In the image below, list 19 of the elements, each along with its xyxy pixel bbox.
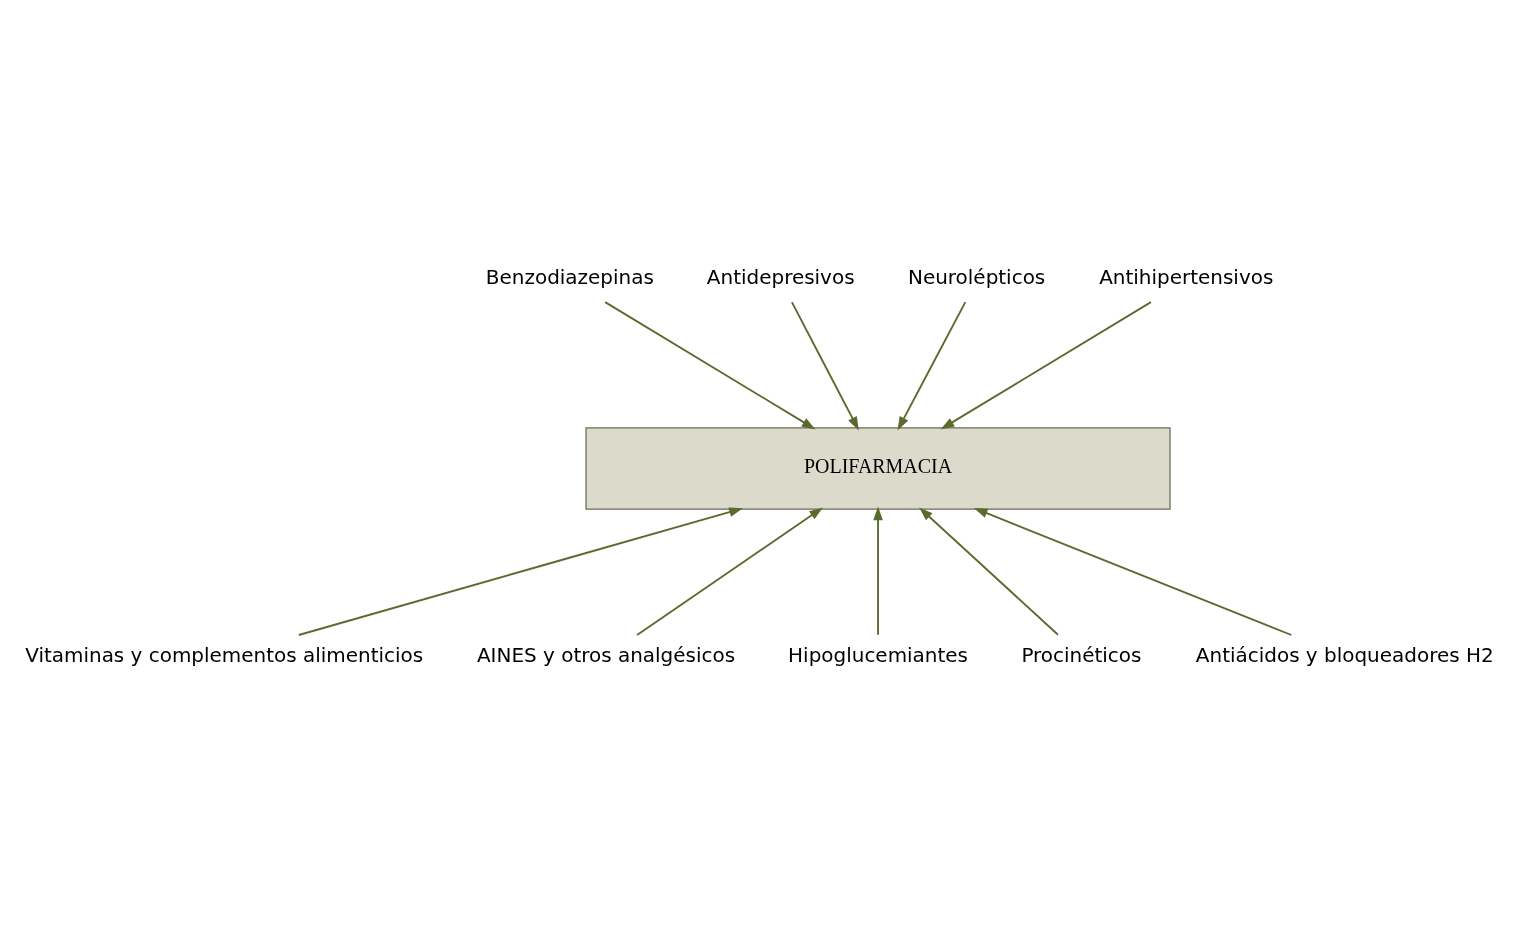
node-text: Vitaminas y complementos alimenticios xyxy=(25,643,424,668)
node-text: Procinéticos xyxy=(1021,643,1142,668)
arrow xyxy=(919,507,1059,636)
arrow xyxy=(790,301,859,431)
node-text: Benzodiazepinas xyxy=(485,265,654,290)
arrow xyxy=(897,301,967,431)
node-text: Antihipertensivos xyxy=(1099,265,1274,290)
node-box: POLIFARMACIA xyxy=(585,427,1171,510)
node-text: AINES y otros analgésicos xyxy=(476,643,736,668)
arrow xyxy=(297,507,743,636)
arrow xyxy=(940,301,1152,430)
arrow xyxy=(604,301,816,430)
arrow xyxy=(973,508,1293,636)
node-text: Antiácidos y bloqueadores H2 xyxy=(1195,643,1494,668)
arrow xyxy=(873,506,883,636)
node-text: Neurolépticos xyxy=(908,265,1046,290)
arrow xyxy=(636,507,823,636)
node-text: Antidepresivos xyxy=(706,265,855,290)
node-text: Hipoglucemiantes xyxy=(788,643,968,668)
